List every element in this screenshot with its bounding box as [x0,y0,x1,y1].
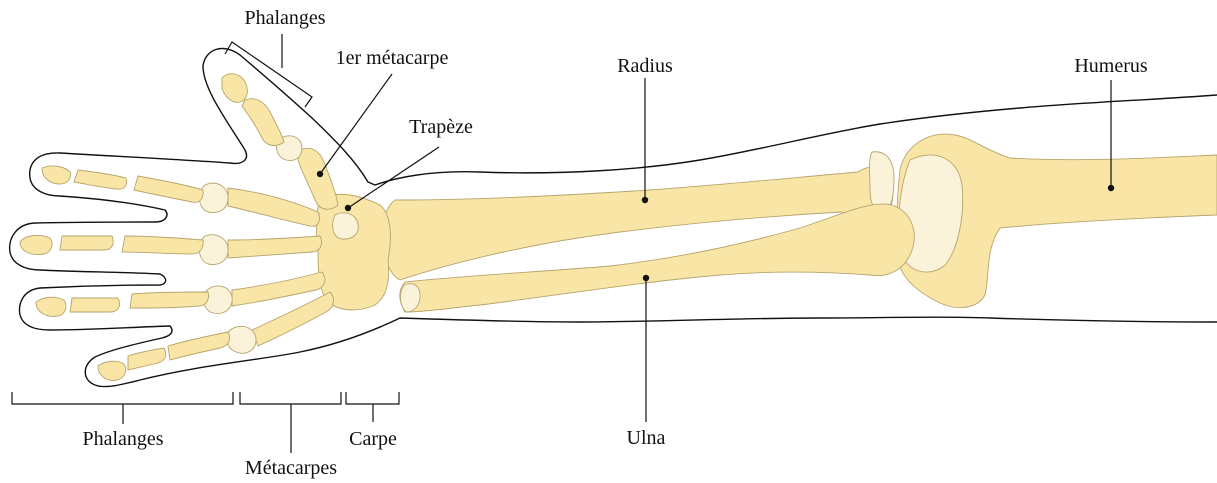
arm-bones [382,134,1217,312]
ring-middle-phalanx [70,298,120,312]
label-phalanges-top: Phalanges [244,7,325,29]
carpal-detail-cap [333,213,359,239]
index-metacarpal [228,188,320,226]
radius-head-cap [870,152,895,213]
humerus-dot [1108,185,1114,191]
little-middle-phalanx [128,348,166,370]
label-metacarpals: Métacarpes [245,457,337,479]
ring-distal-phalanx [36,297,66,316]
metacarpals-bracket [240,392,341,404]
skin-outline-bottom [140,317,1217,380]
index-middle-phalanx [74,170,127,189]
middle-joint-cap [199,235,228,265]
thumb-distal-phalanx [222,74,247,103]
carpus-bracket [346,392,399,404]
middle-metacarpal [228,236,322,258]
ring-metacarpal [232,272,325,306]
little-proximal-phalanx [168,332,230,360]
label-carpus: Carpe [349,428,397,450]
radius-dot [642,197,648,203]
label-humerus: Humerus [1074,55,1148,77]
first-metacarpal-leader [320,74,392,174]
label-radius: Radius [617,55,673,77]
index-proximal-phalanx [134,176,203,202]
first-metacarpal-dot [317,171,323,177]
index-distal-phalanx [42,166,71,184]
middle-middle-phalanx [60,236,113,250]
phalanges-bottom-bracket [12,392,233,404]
carpal-bones [316,194,390,310]
label-first-metacarpal: 1er métacarpe [336,47,449,69]
index-joint-cap [199,183,228,212]
label-phalanges-bottom: Phalanges [82,428,163,450]
trapezium-dot [345,205,351,211]
middle-distal-phalanx [20,235,52,254]
ulna-dot [643,275,649,281]
middle-proximal-phalanx [122,236,203,254]
little-distal-phalanx [98,361,126,380]
little-joint-cap [227,326,256,353]
label-ulna: Ulna [627,427,666,449]
trapezium-leader [348,147,439,208]
ring-proximal-phalanx [130,292,209,308]
thumb-proximal-phalanx [242,99,284,146]
hand-bones [20,74,390,381]
label-trapezium: Trapèze [409,116,473,138]
